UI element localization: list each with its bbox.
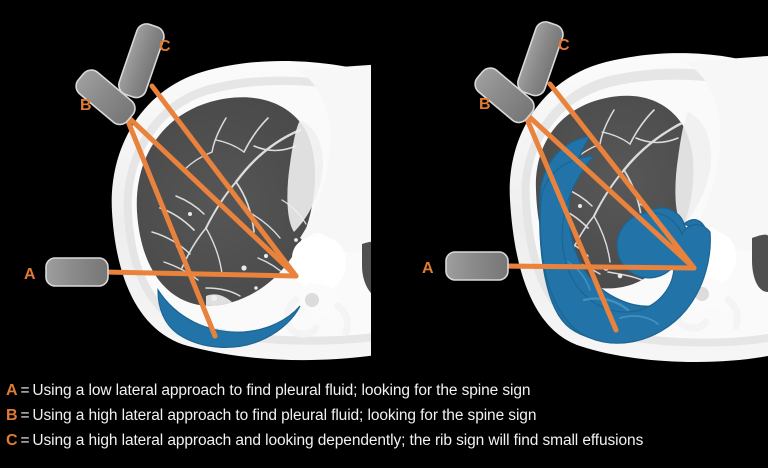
legend-text-c: Using a high lateral approach and lookin… bbox=[32, 432, 644, 449]
probes-right bbox=[445, 19, 566, 281]
contralateral-lung bbox=[752, 234, 768, 292]
spinous-process bbox=[300, 283, 339, 316]
ct-anatomy-left bbox=[111, 60, 371, 361]
probe-label-b: B bbox=[80, 97, 92, 114]
right-lamina bbox=[724, 296, 742, 330]
legend-row-a: A=Using a low lateral approach to find p… bbox=[6, 378, 768, 403]
mediastinum bbox=[296, 64, 371, 253]
beam-line-a bbox=[101, 269, 299, 279]
beam-line-c-dependent bbox=[521, 109, 619, 333]
probe-b[interactable] bbox=[471, 64, 538, 127]
contralateral-lung bbox=[362, 241, 371, 293]
beam-line-c bbox=[547, 81, 697, 271]
probe-label-a: A bbox=[422, 260, 434, 277]
legend-key-a: A bbox=[6, 382, 18, 399]
heart-border bbox=[675, 112, 712, 226]
heart-border bbox=[287, 120, 324, 232]
probes-left bbox=[45, 21, 167, 287]
legend-text-a: Using a low lateral approach to find ple… bbox=[32, 382, 531, 399]
right-lamina bbox=[334, 302, 352, 336]
ct-panel-right: A B C bbox=[384, 0, 768, 370]
legend-separator-c: = bbox=[20, 432, 30, 449]
probe-labels-right: A B C bbox=[422, 37, 570, 277]
probe-b[interactable] bbox=[72, 66, 139, 129]
ct-panel-left: A B C bbox=[0, 0, 371, 370]
beam-line-b bbox=[521, 109, 697, 271]
beam-lines-left bbox=[101, 83, 299, 339]
vertebral-body bbox=[292, 236, 346, 292]
pleural-effusion bbox=[157, 287, 301, 348]
beam-line-c-dependent bbox=[122, 111, 218, 339]
probe-label-c: C bbox=[558, 37, 570, 54]
legend-separator-a: = bbox=[20, 382, 30, 399]
ct-image-large-effusion: A B C bbox=[384, 0, 768, 370]
pleural-effusion-body bbox=[539, 155, 711, 344]
probe-c[interactable] bbox=[116, 21, 167, 100]
beam-line-c bbox=[149, 83, 299, 279]
legend-key-b: B bbox=[6, 407, 18, 424]
probe-a[interactable] bbox=[45, 257, 109, 287]
legend-key-c: C bbox=[6, 432, 18, 449]
left-lamina bbox=[283, 296, 320, 338]
probe-label-a: A bbox=[24, 266, 36, 283]
probe-label-b: B bbox=[479, 96, 491, 113]
probe-a[interactable] bbox=[445, 251, 509, 281]
legend: A=Using a low lateral approach to find p… bbox=[0, 372, 768, 468]
legend-row-b: B=Using a high lateral approach to find … bbox=[6, 403, 768, 428]
beam-line-b bbox=[122, 111, 299, 279]
probe-labels-left: A B C bbox=[24, 38, 171, 283]
ct-image-small-effusion: A B C bbox=[0, 0, 371, 370]
legend-text-b: Using a high lateral approach to find pl… bbox=[32, 407, 537, 424]
beam-lines-right bbox=[499, 81, 697, 333]
legend-separator-b: = bbox=[20, 407, 30, 424]
spinal-canal bbox=[305, 293, 319, 307]
mediastinum bbox=[684, 56, 768, 251]
probe-label-c: C bbox=[159, 38, 171, 55]
legend-row-c: C=Using a high lateral approach and look… bbox=[6, 428, 768, 453]
probe-c[interactable] bbox=[515, 19, 566, 98]
beam-line-a bbox=[499, 263, 697, 271]
